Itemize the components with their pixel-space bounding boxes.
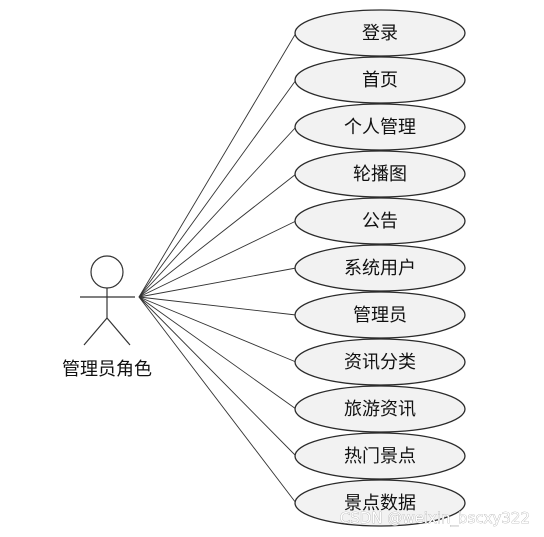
use-case-label: 首页: [362, 70, 398, 91]
use-case-label: 系统用户: [344, 258, 416, 279]
use-case-label: 公告: [362, 211, 398, 232]
use-case: 首页: [294, 56, 466, 104]
association-line: [138, 267, 297, 298]
use-case-ellipse: [294, 432, 466, 480]
association-line: [138, 173, 297, 298]
association-line: [138, 32, 297, 298]
use-case: 资讯分类: [294, 338, 466, 386]
association-line: [138, 220, 297, 298]
use-case-ellipse: [294, 385, 466, 433]
use-case: 登录: [294, 9, 466, 57]
actor-right-leg: [106, 317, 131, 346]
use-case: 轮播图: [294, 150, 466, 198]
use-case-label: 资讯分类: [344, 352, 416, 373]
use-case-ellipse: [294, 103, 466, 151]
use-case: 公告: [294, 197, 466, 245]
use-case: 热门景点: [294, 432, 466, 480]
association-line: [138, 296, 297, 410]
use-case-label: 轮播图: [353, 164, 407, 185]
association-line: [138, 79, 297, 298]
actor-head: [90, 255, 124, 289]
use-case-ellipse: [294, 56, 466, 104]
use-case: 旅游资讯: [294, 385, 466, 433]
watermark: CSDN @weixin_bscxy322: [340, 509, 530, 528]
use-case-ellipse: [294, 150, 466, 198]
use-case-label: 旅游资讯: [344, 399, 416, 420]
use-case-ellipse: [294, 338, 466, 386]
use-case: 个人管理: [294, 103, 466, 151]
actor-left-leg: [83, 317, 108, 346]
use-case-label: 登录: [362, 23, 398, 44]
use-case-ellipse: [294, 197, 466, 245]
use-case-ellipse: [294, 9, 466, 57]
use-case: 系统用户: [294, 244, 466, 292]
use-case-label: 个人管理: [344, 117, 416, 138]
association-line: [138, 296, 297, 457]
actor-administrator: 管理员角色: [62, 255, 152, 380]
use-case-label: 管理员: [353, 305, 407, 326]
use-case-label: 景点数据: [344, 493, 416, 514]
use-case: 景点数据: [294, 479, 466, 527]
use-case-ellipse: [294, 479, 466, 527]
use-case-ellipse: [294, 244, 466, 292]
association-line: [138, 126, 297, 298]
association-line: [138, 296, 297, 504]
actor-label: 管理员角色: [62, 359, 152, 380]
use-case-label: 热门景点: [344, 446, 416, 467]
association-lines: [138, 32, 297, 504]
use-case-ellipse: [294, 291, 466, 339]
association-line: [138, 296, 297, 363]
use-case: 管理员: [294, 291, 466, 339]
association-line: [138, 296, 297, 316]
